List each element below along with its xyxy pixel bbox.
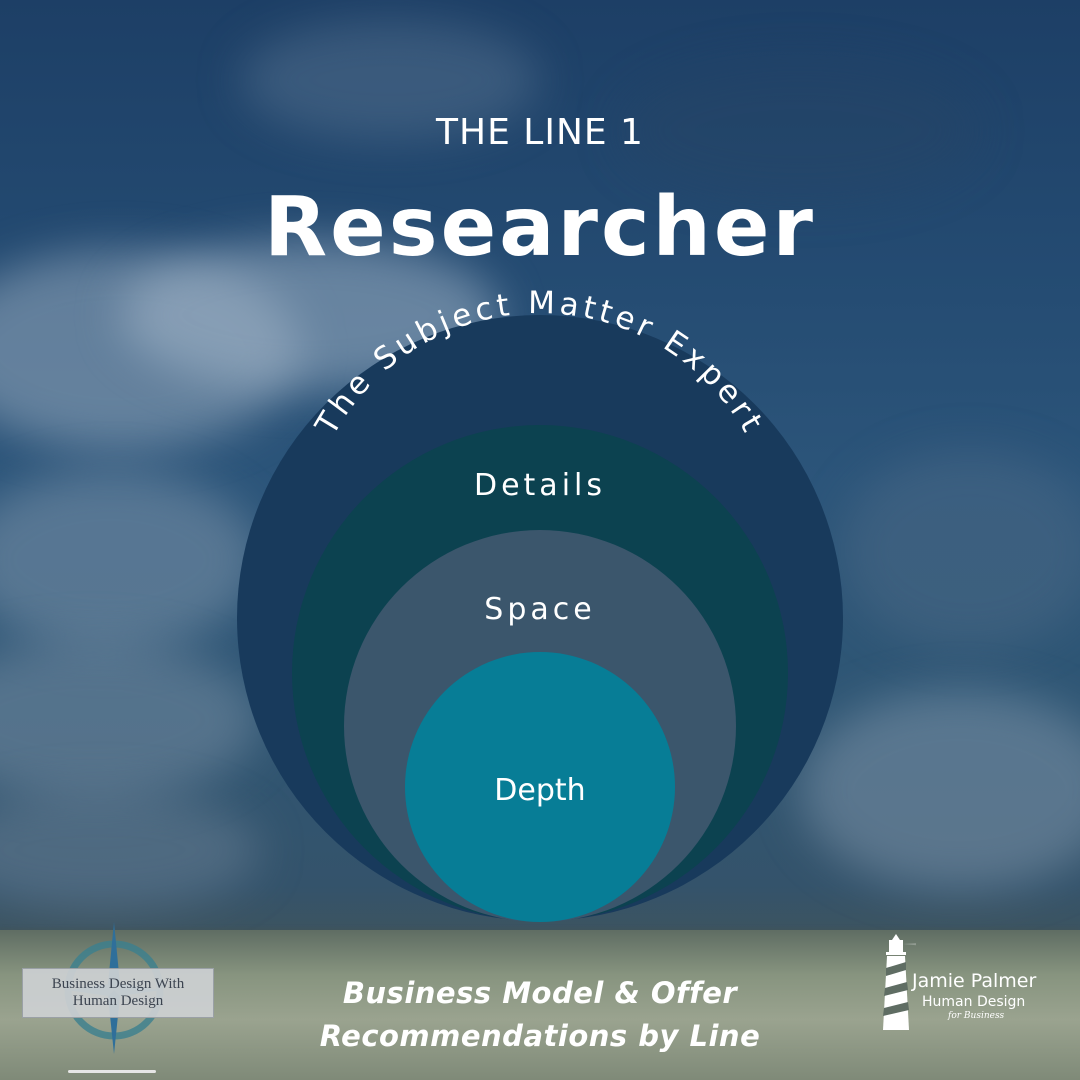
cloud — [840, 450, 1080, 650]
ring-depth — [405, 652, 675, 922]
jamie-palmer-logo: Jamie Palmer Human Design for Business — [876, 934, 1076, 1044]
cloud — [0, 470, 260, 650]
business-design-logo: Business Design With Human Design — [22, 968, 214, 1018]
cloud — [240, 20, 540, 140]
cloud — [0, 790, 260, 910]
ring-details-label: Details — [474, 468, 606, 503]
cloud — [0, 640, 260, 800]
lighthouse-icon — [883, 934, 916, 1030]
footer-caption: Business Model & Offer Recommendations b… — [0, 972, 1080, 1058]
logo-left-line1: Business Design With — [51, 976, 185, 992]
footer-line-1: Business Model & Offer — [342, 976, 738, 1010]
ring-space-label: Space — [484, 592, 595, 627]
cloud — [620, 60, 980, 200]
logo-left-line2: Human Design — [72, 993, 164, 1009]
page-title: Researcher — [264, 180, 816, 275]
logo-right-sub: Human Design — [922, 994, 1026, 1010]
divider — [68, 1070, 156, 1073]
footer-line-2: Recommendations by Line — [319, 1019, 761, 1053]
logo-right-name: Jamie Palmer — [912, 970, 1037, 992]
line-number-heading: THE LINE 1 — [436, 112, 644, 153]
cloud — [800, 690, 1080, 890]
ring-depth-label: Depth — [494, 773, 585, 808]
logo-right-tag: for Business — [948, 1011, 1005, 1021]
